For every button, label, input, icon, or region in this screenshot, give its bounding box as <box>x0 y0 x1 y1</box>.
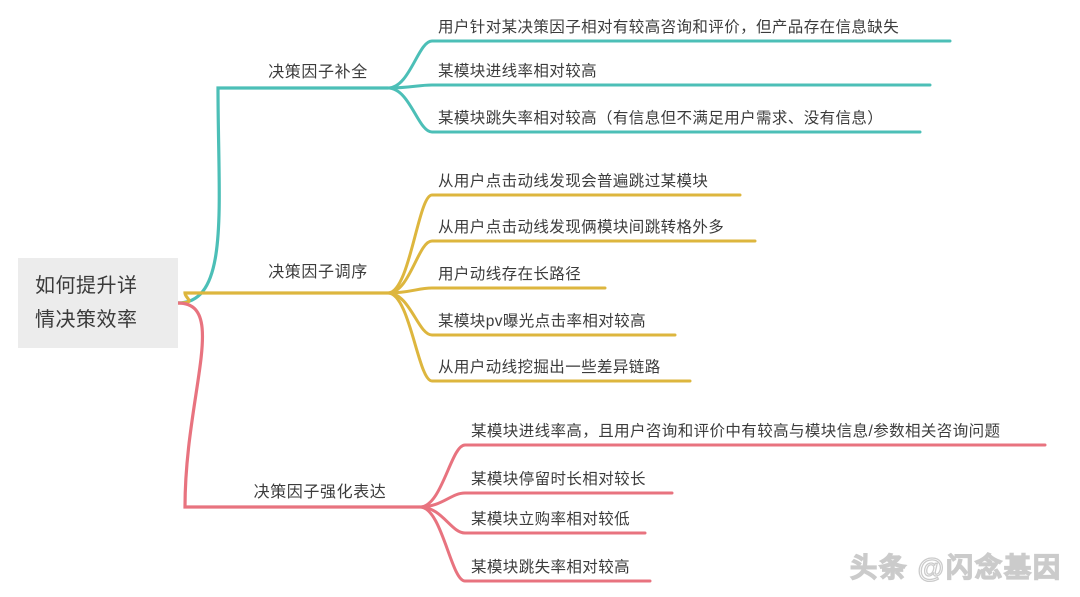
connector-line <box>418 491 674 509</box>
root-node-line-1: 如何提升详 <box>35 275 138 297</box>
leaf-label[interactable]: 用户动线存在长路径 <box>438 266 582 283</box>
connector-line <box>176 301 422 509</box>
leaf-label[interactable]: 某模块进线率高，且用户咨询和评价中有较高与模块信息/参数相关咨询问题 <box>471 423 1001 440</box>
leaf-label[interactable]: 用户针对某决策因子相对有较高咨询和评价，但产品存在信息缺失 <box>438 19 900 36</box>
connector-line <box>386 286 607 295</box>
branch-label[interactable]: 决策因子调序 <box>268 264 368 281</box>
root-node-line-2: 情决策效率 <box>35 309 138 331</box>
leaf-label[interactable]: 某模块pv曝光点击率相对较高 <box>438 313 646 330</box>
connector-line <box>386 83 932 90</box>
leaf-label[interactable]: 从用户点击动线发现俩模块间跳转格外多 <box>438 219 725 236</box>
leaf-label[interactable]: 某模块进线率相对较高 <box>438 63 598 80</box>
branch-label[interactable]: 决策因子强化表达 <box>253 484 387 501</box>
watermark: 头条 @闪念基因 <box>850 552 1062 583</box>
leaf-label[interactable]: 某模块跳失率相对较高（有信息但不满足用户需求、没有信息） <box>438 110 884 127</box>
leaf-label[interactable]: 从用户点击动线发现会普遍跳过某模块 <box>438 173 709 190</box>
root-node[interactable]: 如何提升详 情决策效率 <box>18 258 178 348</box>
branch-label[interactable]: 决策因子补全 <box>268 64 368 81</box>
connector-line <box>176 291 390 305</box>
leaf-label[interactable]: 某模块停留时长相对较长 <box>471 471 646 488</box>
leaf-label[interactable]: 从用户动线挖掘出一些差异链路 <box>438 359 661 376</box>
leaf-label[interactable]: 某模块立购率相对较低 <box>471 511 631 528</box>
leaf-label[interactable]: 某模块跳失率相对较高 <box>471 559 631 576</box>
